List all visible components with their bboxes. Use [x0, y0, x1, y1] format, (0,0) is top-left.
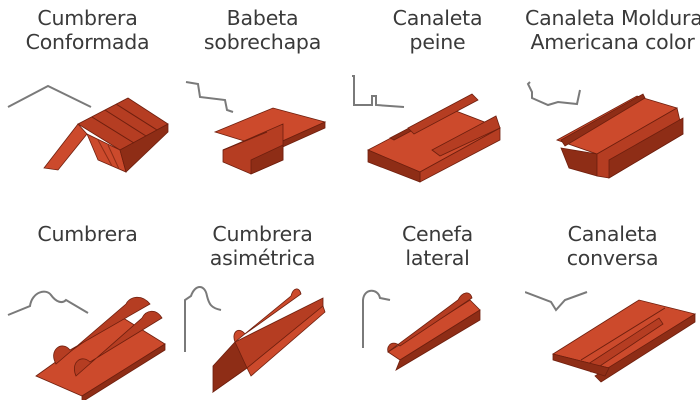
step-flashing-profile-icon: [185, 81, 234, 113]
product-art: [362, 289, 481, 371]
product-art: [352, 75, 501, 183]
american-gutter-profile-icon: [526, 81, 581, 107]
ridge-angle-profile-icon: [7, 84, 92, 108]
rounded-ridge-illustration: [35, 296, 166, 400]
product-name-line: conversa: [566, 246, 659, 270]
comb-gutter-illustration: [367, 93, 501, 183]
comb-gutter-profile-icon: [352, 75, 405, 108]
product-art: [184, 286, 326, 394]
valley-gutter-illustration: [551, 299, 697, 383]
valley-gutter-profile-icon: [525, 291, 588, 312]
american-gutter-illustration: [556, 93, 684, 179]
product-cenefa-lateral: Cenefa lateral: [350, 200, 525, 400]
side-fascia-illustration: [387, 292, 481, 371]
product-name-line: peine: [409, 30, 466, 54]
product-name: Cumbrera: [0, 222, 175, 246]
product-name: Canaleta peine: [350, 6, 525, 54]
product-name-line: Cenefa: [401, 222, 474, 246]
product-name: Babeta sobrechapa: [175, 6, 350, 54]
product-name: Cumbrera Conformada: [0, 6, 175, 54]
product-name: Canaleta conversa: [525, 222, 700, 270]
product-babeta-sobrechapa: Babeta sobrechapa: [175, 0, 350, 200]
product-name-line: Cumbrera: [37, 6, 138, 30]
product-name-line: asimétrica: [209, 246, 316, 270]
product-art: [526, 81, 684, 179]
product-name-line: lateral: [405, 246, 470, 270]
product-art: [525, 291, 697, 383]
product-name-line: Babeta: [226, 6, 299, 30]
product-name-line: sobrechapa: [203, 30, 322, 54]
product-cumbrera-conformada: Cumbrera Conformada: [0, 0, 175, 200]
ridge-piece-illustration: [43, 97, 169, 173]
flashing-piece-illustration: [213, 107, 327, 175]
product-name-line: Cumbrera: [37, 222, 138, 246]
product-name-line: Canaleta: [567, 222, 658, 246]
product-name-line: Americana color: [530, 30, 695, 54]
product-name: Cumbrera asimétrica: [175, 222, 350, 270]
asymmetric-ridge-profile-icon: [184, 286, 222, 352]
rounded-ridge-profile-icon: [7, 290, 89, 316]
product-cumbrera-asimetrica: Cumbrera asimétrica: [175, 200, 350, 400]
product-name-line: Canaleta: [392, 6, 483, 30]
side-fascia-profile-icon: [362, 289, 391, 348]
product-cumbrera: Cumbrera: [0, 200, 175, 400]
product-canaleta-conversa: Canaleta conversa: [525, 200, 700, 400]
product-canaleta-moldura-americana: Canaleta Moldura Americana color: [525, 0, 700, 200]
product-art: [7, 84, 169, 173]
product-name: Canaleta Moldura Americana color: [525, 6, 700, 54]
product-name-line: Canaleta Moldura: [525, 6, 700, 30]
product-name-line: Conformada: [25, 30, 150, 54]
product-art: [185, 81, 327, 175]
product-name: Cenefa lateral: [350, 222, 525, 270]
product-canaleta-peine: Canaleta peine: [350, 0, 525, 200]
product-art: [7, 290, 166, 400]
product-name-line: Cumbrera: [212, 222, 313, 246]
asymmetric-ridge-illustration: [212, 288, 326, 394]
